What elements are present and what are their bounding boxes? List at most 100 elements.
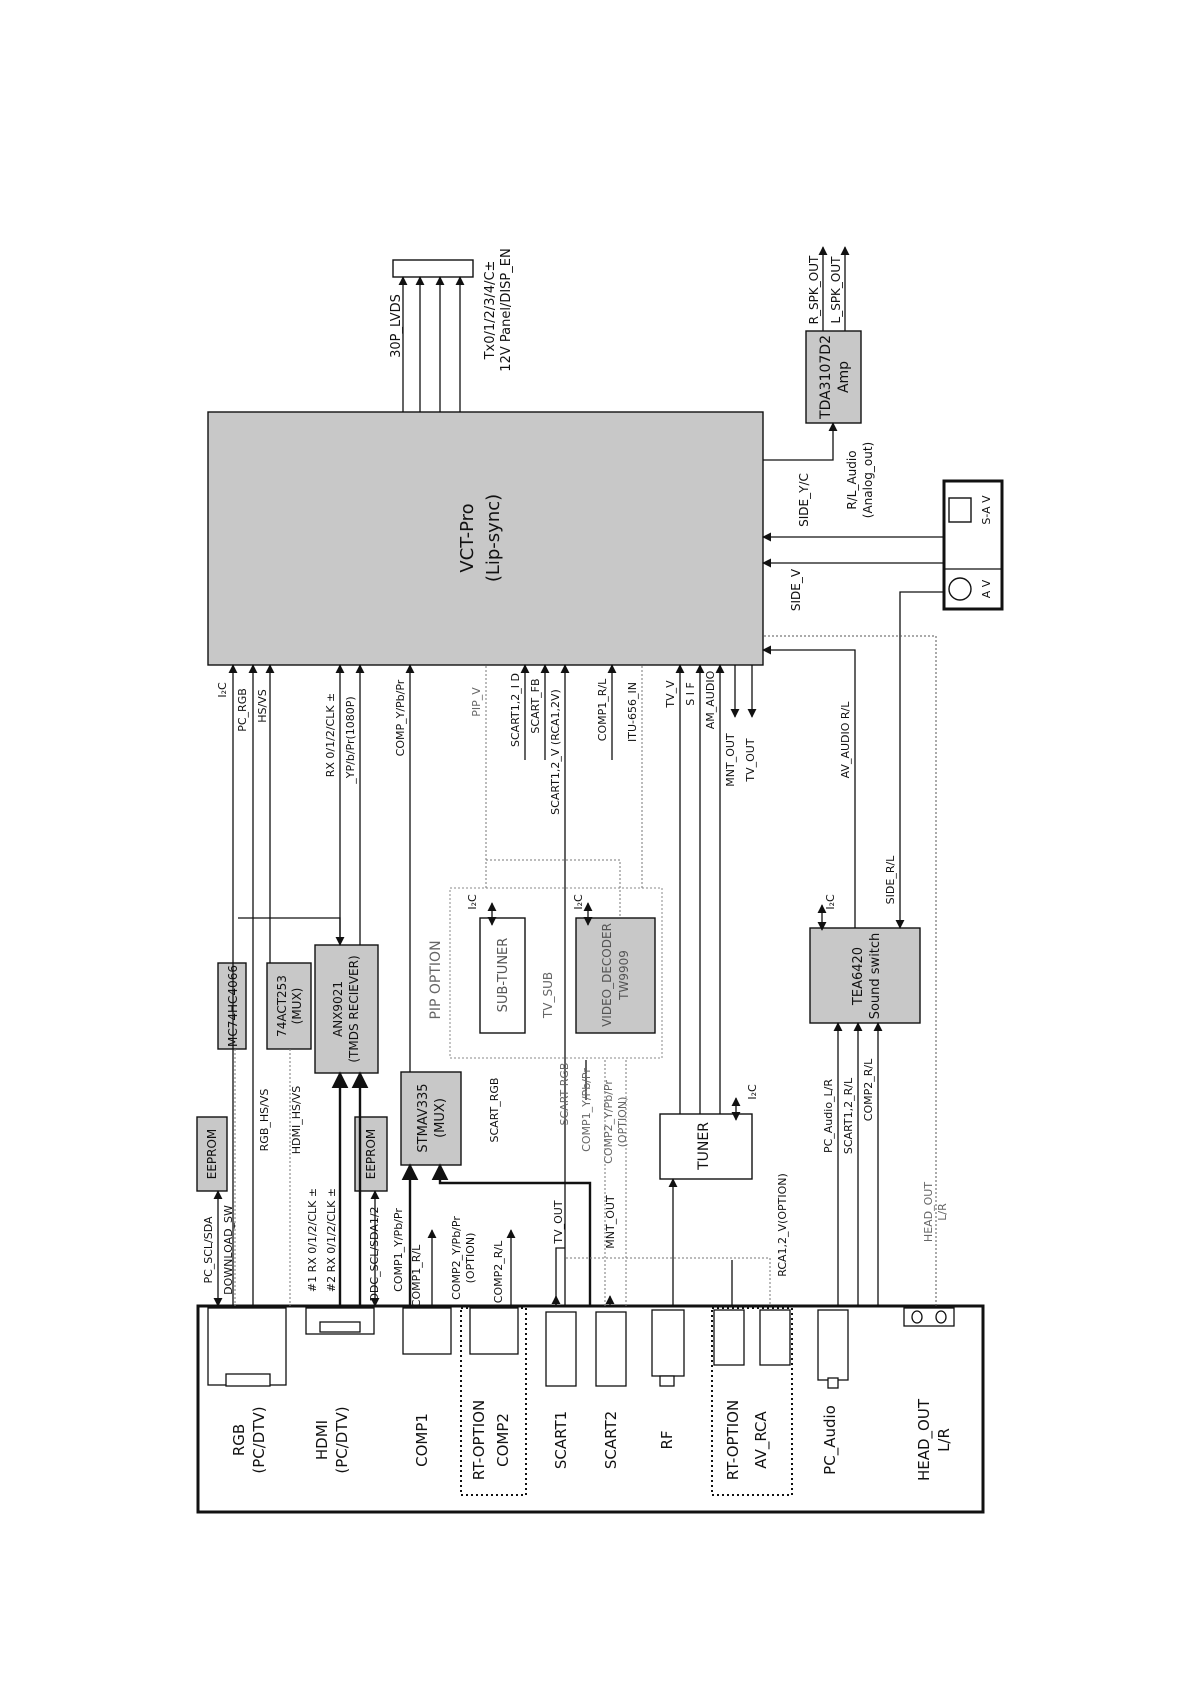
- input-avrca-label: RT-OPTION AV_RCA: [724, 1400, 771, 1480]
- svg-text:MNT_OUT: MNT_OUT: [724, 733, 737, 787]
- svg-text:HS/VS: HS/VS: [256, 689, 269, 722]
- svg-text:HDMI_HS/VS: HDMI_HS/VS: [290, 1086, 303, 1154]
- svg-text:HEAD_OUT: HEAD_OUT: [915, 1398, 934, 1481]
- eeprom1-block: [196, 1116, 228, 1192]
- svg-text:COMP2_R/L: COMP2_R/L: [492, 1240, 505, 1303]
- svg-text:DOWNLOAD_SW: DOWNLOAD_SW: [222, 1205, 235, 1295]
- svg-text:TW9909: TW9909: [617, 950, 631, 1001]
- svg-text:I₂C: I₂C: [572, 894, 585, 910]
- svg-text:(PC/DTV): (PC/DTV): [250, 1406, 268, 1473]
- input-headout-label: HEAD_OUT L/R: [915, 1398, 953, 1481]
- input-scart2-label: SCART2: [602, 1411, 620, 1469]
- svg-text:RGB: RGB: [230, 1424, 248, 1456]
- svg-text:(TMDS RECIEVER): (TMDS RECIEVER): [347, 955, 361, 1062]
- svg-text:I₂C: I₂C: [466, 894, 479, 910]
- svg-text:MC74HC4066: MC74HC4066: [226, 965, 240, 1047]
- svg-text:ANX9021: ANX9021: [331, 981, 345, 1037]
- svg-text:TEA6420: TEA6420: [851, 947, 866, 1006]
- svg-text:COMP2_Y/Pb/Pr: COMP2_Y/Pb/Pr: [450, 1216, 463, 1300]
- svg-text:(Analog_out): (Analog_out): [861, 442, 875, 518]
- svg-text:COMP2_R/L: COMP2_R/L: [862, 1058, 875, 1121]
- mc74-label: MC74HC4066: [226, 965, 240, 1047]
- svg-text:RT-OPTION: RT-OPTION: [724, 1400, 742, 1480]
- svg-text:EEPROM: EEPROM: [364, 1129, 378, 1180]
- svg-text:COMP1_R/L: COMP1_R/L: [410, 1244, 423, 1307]
- svg-text:STMAV335: STMAV335: [416, 1083, 431, 1152]
- anx-label: ANX9021 (TMDS RECIEVER): [331, 955, 361, 1062]
- svg-text:AV_AUDIO R/L: AV_AUDIO R/L: [839, 701, 852, 779]
- tea6420-block: [809, 927, 921, 1024]
- svg-text:12V Panel/DISP_EN: 12V Panel/DISP_EN: [499, 248, 514, 371]
- svg-text:(OPTION): (OPTION): [616, 1097, 629, 1148]
- stmav335-block: [400, 1071, 462, 1166]
- vdec-label: VIDEO_DECODER TW9909: [600, 923, 631, 1027]
- svg-text:COMP1_Y/Pb/Pr: COMP1_Y/Pb/Pr: [392, 1208, 405, 1292]
- av-jack-label: A V: [980, 579, 993, 598]
- r-spk-label: R_SPK_OUT: [807, 255, 821, 324]
- svg-text:ITU-656_IN: ITU-656_IN: [626, 682, 639, 742]
- svg-text:SCART2: SCART2: [602, 1411, 620, 1469]
- lvds-label: 30P_LVDS: [389, 294, 404, 358]
- vct-pro-block: [207, 411, 764, 666]
- tea-label: TEA6420 Sound switch: [851, 933, 883, 1020]
- svg-text:TV_OUT: TV_OUT: [552, 1200, 565, 1244]
- sav-jack-label: S-A V: [980, 495, 993, 525]
- lvds-connector: [392, 259, 474, 278]
- svg-text:SIDE_Y/C: SIDE_Y/C: [797, 473, 811, 527]
- svg-text:TV_OUT: TV_OUT: [744, 738, 757, 782]
- svg-text:DDC_SCL/SDA1/2: DDC_SCL/SDA1/2: [368, 1206, 381, 1301]
- svg-text:VCT-Pro: VCT-Pro: [457, 503, 478, 572]
- input-comp1-label: COMP1: [413, 1413, 431, 1467]
- svg-text:COMP1_Y/Pb/Pr: COMP1_Y/Pb/Pr: [580, 1068, 593, 1152]
- svg-text:(MUX): (MUX): [433, 1098, 448, 1138]
- input-rgb-label: RGB (PC/DTV): [230, 1406, 268, 1473]
- svg-text:R_SPK_OUT: R_SPK_OUT: [807, 255, 821, 324]
- svg-text:#1 RX 0/1/2/CLK ±: #1 RX 0/1/2/CLK ±: [306, 1188, 319, 1292]
- input-comp2-label: RT-OPTION COMP2: [470, 1400, 512, 1480]
- svg-text:Tx0/1/2/3/4/C±: Tx0/1/2/3/4/C±: [483, 261, 498, 361]
- svg-text:Amp: Amp: [836, 361, 852, 393]
- input-hdmi-label: HDMI (PC/DTV): [313, 1406, 351, 1473]
- svg-text:SIDE_R/L: SIDE_R/L: [884, 855, 897, 904]
- svg-text:SCART RGB: SCART RGB: [558, 1063, 571, 1126]
- svg-text:TDA3107D2: TDA3107D2: [818, 335, 834, 420]
- svg-text:L/R: L/R: [935, 1428, 953, 1452]
- svg-text:SUB-TUNER: SUB-TUNER: [496, 938, 511, 1013]
- video-decoder-block: [575, 917, 656, 1034]
- svg-text:I₂C: I₂C: [824, 894, 837, 910]
- pip-option-box: [449, 887, 663, 1059]
- svg-text:SIDE_V: SIDE_V: [789, 568, 803, 611]
- svg-text:COMP1_R/L: COMP1_R/L: [596, 678, 609, 741]
- amp-label: TDA3107D2 Amp: [818, 335, 852, 420]
- svg-text:(PC/DTV): (PC/DTV): [333, 1406, 351, 1473]
- svg-text:PC_Audio_L/R: PC_Audio_L/R: [822, 1079, 835, 1153]
- svg-text:RT-OPTION: RT-OPTION: [470, 1400, 488, 1480]
- svg-text:COMP1: COMP1: [413, 1413, 431, 1467]
- svg-text:COMP2_Y/Pb/Pr: COMP2_Y/Pb/Pr: [602, 1080, 615, 1164]
- pip-option-label: PIP OPTION: [428, 940, 444, 1019]
- input-panel: [196, 1304, 985, 1514]
- svg-text:RX 0/1/2/CLK ±: RX 0/1/2/CLK ±: [324, 693, 337, 778]
- svg-text:RF: RF: [658, 1430, 676, 1449]
- svg-text:(Lip-sync): (Lip-sync): [483, 494, 504, 582]
- svg-text:I₂C: I₂C: [746, 1084, 759, 1100]
- svg-text:PC_RGB: PC_RGB: [236, 688, 249, 732]
- act253-label: 74ACT253 (MUX): [275, 975, 304, 1037]
- svg-text:PIP_V: PIP_V: [470, 687, 483, 717]
- tuner-block: [659, 1113, 753, 1180]
- svg-text:HEAD_OUT: HEAD_OUT: [922, 1182, 935, 1242]
- svg-text:VIDEO_DECODER: VIDEO_DECODER: [600, 923, 614, 1027]
- amp-block: [805, 330, 862, 424]
- svg-text:HDMI: HDMI: [313, 1420, 331, 1460]
- stmav-label: STMAV335 (MUX): [416, 1083, 448, 1152]
- vct-pro-label: VCT-Pro (Lip-sync): [457, 494, 504, 582]
- svg-text:L/R: L/R: [936, 1203, 949, 1221]
- svg-text:EEPROM: EEPROM: [205, 1129, 219, 1180]
- eeprom2-label: EEPROM: [364, 1129, 378, 1180]
- tuner-label: TUNER: [696, 1122, 712, 1171]
- svg-text:TV_V: TV_V: [664, 680, 677, 709]
- side-yc-label: SIDE_Y/C: [797, 473, 811, 527]
- svg-text:RGB_HS/VS: RGB_HS/VS: [258, 1089, 271, 1152]
- rl-audio-label: R/L_Audio (Analog_out): [845, 442, 875, 518]
